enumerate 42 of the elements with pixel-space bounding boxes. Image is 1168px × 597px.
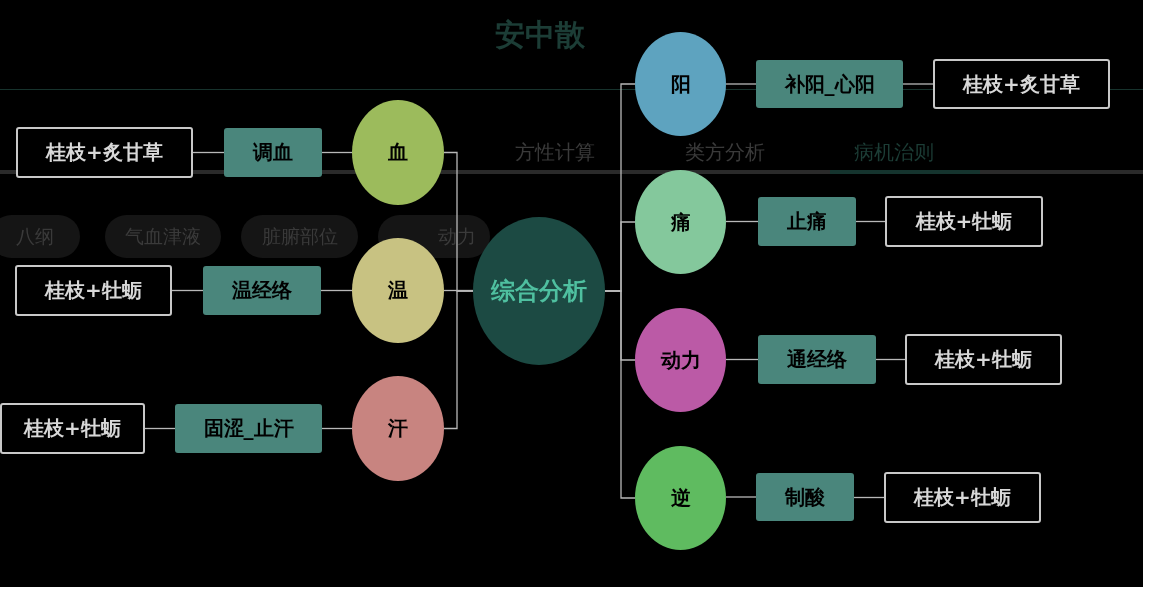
category-ellipse: 阳 — [635, 32, 726, 136]
connector-line — [875, 358, 906, 361]
connector-line — [855, 220, 886, 223]
connector-line — [321, 151, 353, 154]
connector-line — [321, 427, 353, 430]
herb-box: 桂枝+牡蛎 — [0, 403, 145, 454]
title: 安中散 — [494, 16, 586, 54]
category-ellipse: 痛 — [635, 170, 726, 274]
action-box: 止痛 — [758, 197, 856, 246]
category-ellipse: 汗 — [352, 376, 444, 481]
category-ellipse: 逆 — [635, 446, 726, 550]
connector-line — [725, 220, 759, 223]
connector-line — [171, 289, 204, 292]
connector-line — [604, 290, 636, 499]
connector-line — [725, 496, 757, 498]
connector-line — [144, 427, 176, 430]
action-box: 补阳_心阳 — [756, 60, 903, 108]
herb-box: 桂枝+炙甘草 — [16, 127, 193, 178]
herb-box: 桂枝+牡蛎 — [905, 334, 1062, 385]
connector-line — [902, 83, 934, 85]
action-box: 温经络 — [203, 266, 321, 315]
connector-line — [725, 83, 757, 85]
action-box: 固涩_止汗 — [175, 404, 322, 453]
herb-box: 桂枝+牡蛎 — [884, 472, 1041, 523]
tab-label: 方性计算 — [514, 139, 596, 166]
connector-line — [725, 358, 759, 361]
connector-line — [443, 290, 474, 430]
herb-box: 桂枝+牡蛎 — [885, 196, 1043, 247]
hub-ellipse: 综合分析 — [473, 217, 605, 365]
action-box: 调血 — [224, 128, 322, 177]
tab-label: 类方分析 — [684, 139, 766, 166]
tab-label: 病机治则 — [853, 139, 935, 166]
category-ellipse: 血 — [352, 100, 444, 205]
connector-line — [320, 289, 353, 292]
connector-line — [192, 151, 225, 154]
connector-line — [853, 496, 885, 499]
herb-box: 桂枝+炙甘草 — [933, 59, 1110, 109]
category-ellipse: 动力 — [635, 308, 726, 412]
category-ellipse: 温 — [352, 238, 444, 343]
herb-box: 桂枝+牡蛎 — [15, 265, 172, 316]
action-box: 通经络 — [758, 335, 876, 384]
action-box: 制酸 — [756, 473, 854, 521]
